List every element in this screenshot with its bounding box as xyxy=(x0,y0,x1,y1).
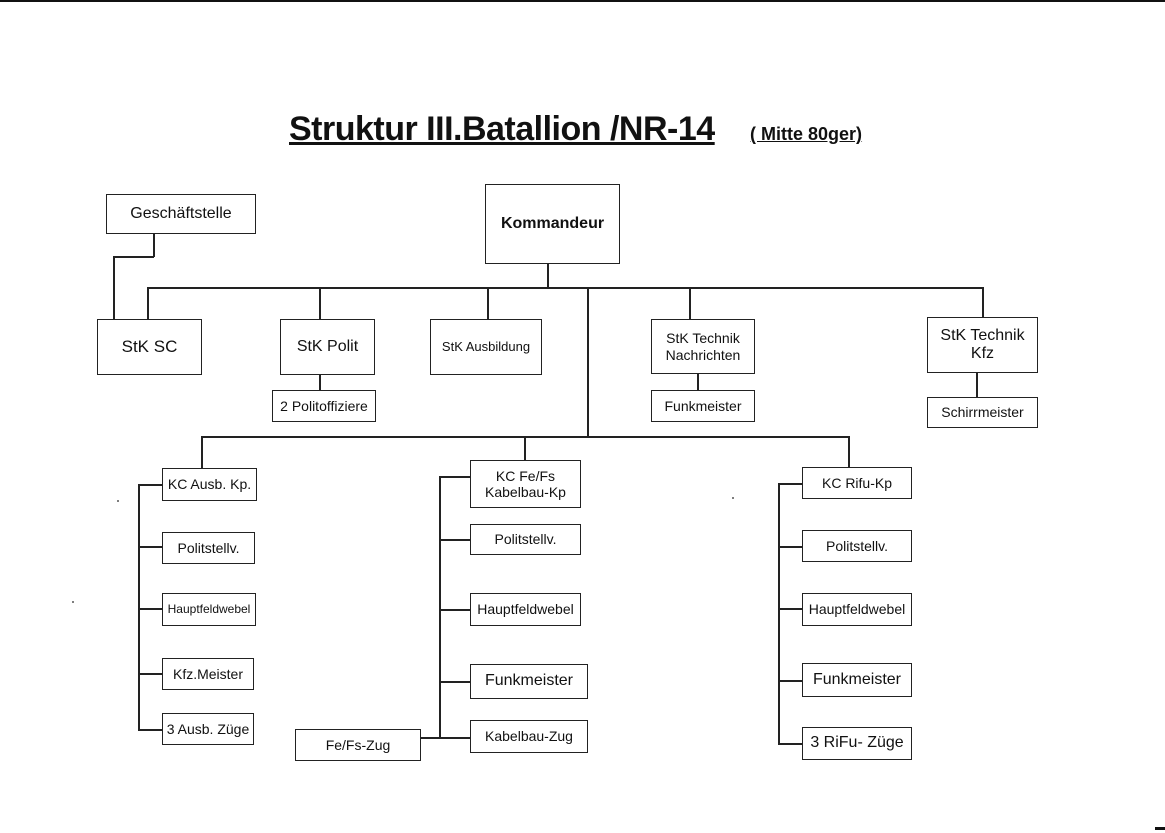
diagram-title: Struktur III.Batallion /NR-14 xyxy=(289,110,715,148)
rifu-hauptfeldwebel-box: Hauptfeldwebel xyxy=(802,593,912,626)
fefs-kabelbau-zug-box: Kabelbau-Zug xyxy=(470,720,588,753)
stk-polit-box: StK Polit xyxy=(280,319,375,375)
scan-speck xyxy=(117,500,119,502)
scan-edge-mark xyxy=(1155,827,1165,830)
rifu-politstellv-box: Politstellv. xyxy=(802,530,912,562)
kc-fefs-kabelbau-kp-box: KC Fe/Fs Kabelbau-Kp xyxy=(470,460,581,508)
top-border-line xyxy=(0,0,1165,2)
kommandeur-box: Kommandeur xyxy=(485,184,620,264)
fefs-funkmeister-box: Funkmeister xyxy=(470,664,588,699)
stk-ausbildung-box: StK Ausbildung xyxy=(430,319,542,375)
ausb-politstellv-box: Politstellv. xyxy=(162,532,255,564)
scan-speck xyxy=(72,601,74,603)
schirrmeister-box: Schirrmeister xyxy=(927,397,1038,428)
diagram-subtitle: ( Mitte 80ger) xyxy=(750,124,863,144)
rifu-zuege-box: 3 RiFu- Züge xyxy=(802,727,912,760)
stk-technik-nachrichten-box: StK Technik Nachrichten xyxy=(651,319,755,374)
stk-sc-box: StK SC xyxy=(97,319,202,375)
stk-technik-kfz-box: StK Technik Kfz xyxy=(927,317,1038,373)
ausb-zuege-box: 3 Ausb. Züge xyxy=(162,713,254,745)
fefs-hauptfeldwebel-box: Hauptfeldwebel xyxy=(470,593,581,626)
funkmeister-staff-box: Funkmeister xyxy=(651,390,755,422)
ausb-kfz-meister-box: Kfz.Meister xyxy=(162,658,254,690)
rifu-funkmeister-box: Funkmeister xyxy=(802,663,912,697)
scan-speck xyxy=(732,497,734,499)
fefs-politstellv-box: Politstellv. xyxy=(470,524,581,555)
kc-rifu-kp-box: KC Rifu-Kp xyxy=(802,467,912,499)
geschaeftsstelle-box: Geschäftstelle xyxy=(106,194,256,234)
fefs-zug-box: Fe/Fs-Zug xyxy=(295,729,421,761)
kc-ausb-kp-box: KC Ausb. Kp. xyxy=(162,468,257,501)
ausb-hauptfeldwebel-box: Hauptfeldwebel xyxy=(162,593,256,626)
politoffiziere-box: 2 Politoffiziere xyxy=(272,390,376,422)
